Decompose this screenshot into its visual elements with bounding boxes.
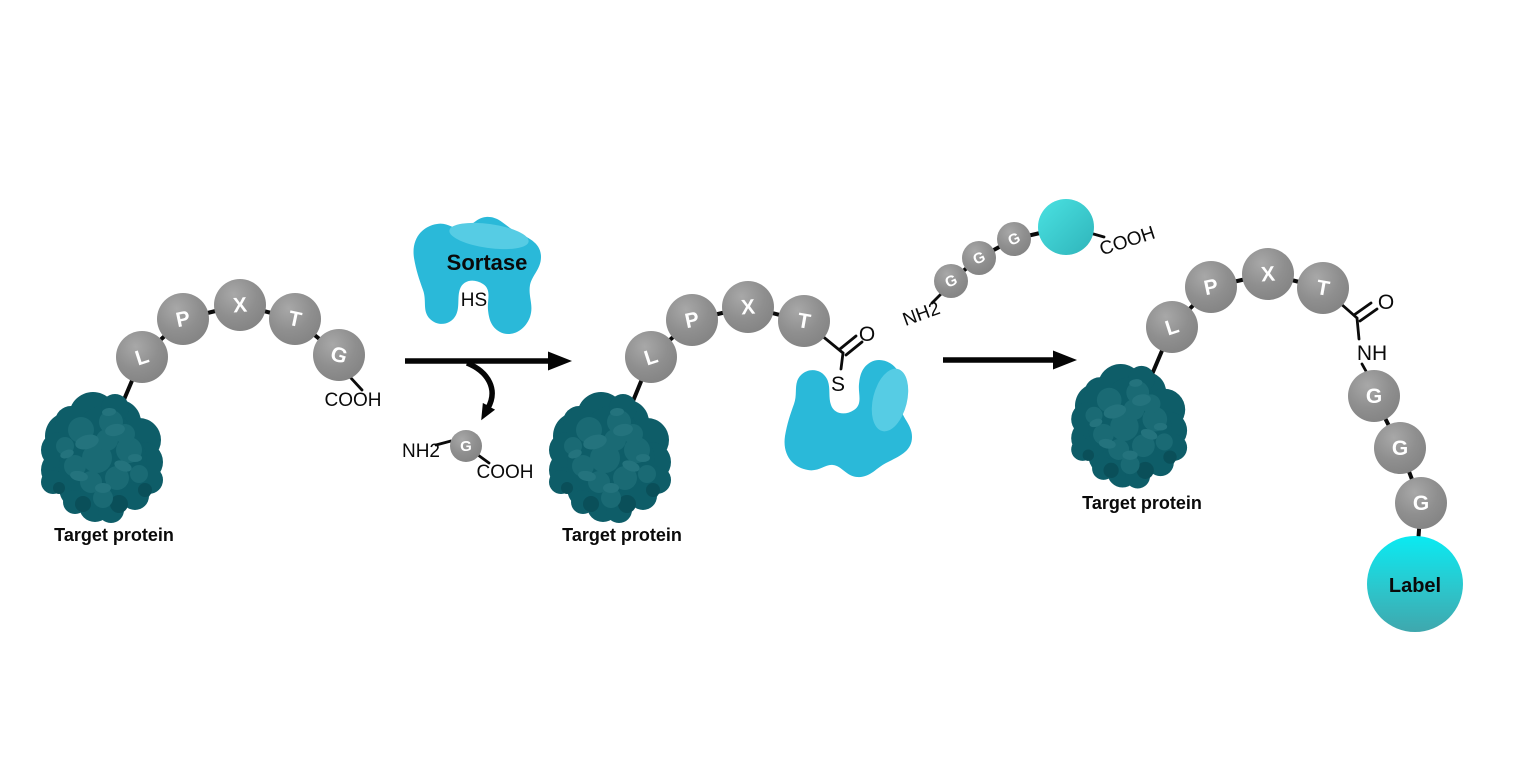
residue-circle-G bbox=[313, 329, 365, 381]
target-protein-blob bbox=[549, 392, 671, 523]
bond-c-s bbox=[839, 351, 845, 371]
protein-name-label: Target protein bbox=[54, 525, 174, 545]
residue-circle-X bbox=[214, 279, 266, 331]
residue-circle-T bbox=[1297, 262, 1349, 314]
probe-glycine-circle bbox=[997, 222, 1031, 256]
label-circle bbox=[1367, 536, 1463, 632]
residue-circle-L bbox=[1146, 301, 1198, 353]
carbonyl-oxygen-label: O bbox=[859, 323, 875, 346]
residue-letter: X bbox=[740, 296, 756, 320]
byproduct-curved-arrow bbox=[465, 360, 496, 421]
residue-circle-P bbox=[1185, 261, 1237, 313]
double-bond bbox=[844, 340, 864, 357]
glycine-circle bbox=[1395, 477, 1447, 529]
residue-letter: G bbox=[1366, 385, 1382, 408]
glycine-circle bbox=[1348, 370, 1400, 422]
residue-letter: X bbox=[1260, 263, 1276, 287]
bond bbox=[476, 453, 491, 465]
enzyme-thiol-label: HS bbox=[461, 290, 487, 311]
target-protein-blob bbox=[41, 392, 163, 523]
sortase-highlight bbox=[449, 222, 529, 250]
residue-letter: G bbox=[1392, 437, 1408, 460]
double-bond bbox=[1352, 301, 1373, 317]
residue-circle-X bbox=[1242, 248, 1294, 300]
residue-letter: G bbox=[1413, 492, 1429, 515]
enzyme-name-label: Sortase bbox=[447, 250, 528, 275]
c-terminus-label: COOH bbox=[325, 390, 382, 411]
released-glycine-circle bbox=[450, 430, 482, 462]
residue-circle-P bbox=[666, 294, 718, 346]
substrate-panel: L P X T G COOH Target protein bbox=[41, 279, 382, 545]
c-terminus-label: COOH bbox=[477, 462, 534, 483]
product-panel: L P X T G G G O NH Label Target protein bbox=[1071, 248, 1463, 632]
residue-letter: T bbox=[796, 309, 813, 334]
probe-glycine-circle bbox=[962, 241, 996, 275]
intermediate-panel: L P X T O S Target protein bbox=[549, 281, 912, 545]
bond bbox=[930, 292, 943, 305]
protein-name-label: Target protein bbox=[562, 525, 682, 545]
reaction-step2: G G G NH2 COOH bbox=[900, 199, 1158, 370]
residue-circle-X bbox=[722, 281, 774, 333]
bond-c-n bbox=[1355, 316, 1361, 341]
residue-letter: G bbox=[460, 438, 472, 455]
target-protein-blob bbox=[1071, 364, 1188, 489]
glycine-circle bbox=[1374, 422, 1426, 474]
residue-letter: P bbox=[1202, 275, 1220, 300]
reaction-step1: Sortase HS G NH2 COOH bbox=[402, 216, 572, 483]
probe-glycine-circle bbox=[934, 264, 968, 298]
c-terminus-label: COOH bbox=[1097, 223, 1158, 261]
bond-to-cooh bbox=[348, 375, 364, 392]
residue-letter: G bbox=[328, 342, 351, 369]
thioester-sulfur-label: S bbox=[831, 373, 845, 396]
residue-circle-L bbox=[116, 331, 168, 383]
residue-circle-L bbox=[625, 331, 677, 383]
double-bond bbox=[1358, 307, 1379, 323]
double-bond bbox=[838, 334, 858, 351]
residue-letter: P bbox=[683, 308, 701, 333]
probe-label-circle bbox=[1038, 199, 1094, 255]
residue-letter: P bbox=[174, 307, 192, 332]
residue-circle-T bbox=[269, 293, 321, 345]
carbonyl-oxygen-label: O bbox=[1378, 291, 1394, 314]
residue-letter: T bbox=[286, 307, 303, 332]
residue-letter: X bbox=[232, 294, 248, 318]
protein-name-label: Target protein bbox=[1082, 493, 1202, 513]
n-terminus-label: NH2 bbox=[402, 441, 440, 462]
residue-letter: T bbox=[1315, 276, 1332, 301]
n-terminus-label: NH2 bbox=[900, 298, 943, 331]
residue-circle-T bbox=[778, 295, 830, 347]
amide-nh-label: NH bbox=[1357, 342, 1387, 365]
label-circle-text: Label bbox=[1389, 575, 1441, 597]
residue-circle-P bbox=[157, 293, 209, 345]
bond bbox=[434, 439, 453, 447]
sortase-highlight bbox=[871, 368, 909, 432]
